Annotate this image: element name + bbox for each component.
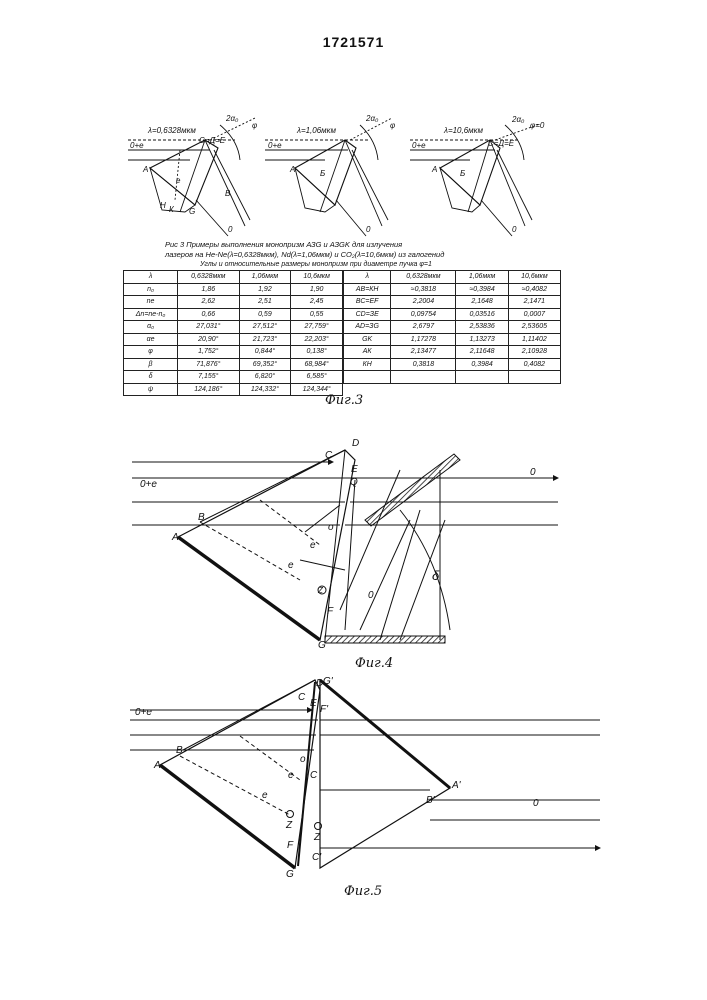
fig5-label: Фиг.5 bbox=[344, 884, 382, 899]
fig5-label-e2: e bbox=[262, 790, 268, 801]
fig5-label-C2: C bbox=[310, 770, 318, 781]
fig5-label-C-prime: C' bbox=[312, 852, 322, 863]
fig5-label-o-out: 0 bbox=[533, 798, 539, 809]
fig5-label-G-prime: G' bbox=[323, 676, 334, 687]
fig5-label-Z1: Z bbox=[285, 820, 293, 831]
fig5-label-e: e bbox=[288, 770, 294, 781]
fig5-label-C: C bbox=[298, 692, 306, 703]
fig5-label-o-plus-e: 0+e bbox=[135, 707, 152, 718]
fig5-label-F-prime: F' bbox=[320, 704, 329, 715]
fig5-label-Z2: Z bbox=[313, 832, 321, 843]
fig5-label-E: E bbox=[310, 698, 317, 709]
fig5-label-B: B bbox=[176, 745, 183, 756]
fig5-label-A: A bbox=[153, 760, 161, 771]
fig5-label-o: o bbox=[300, 754, 306, 765]
fig5-label-F: F bbox=[287, 840, 294, 851]
fig5-label-B-prime: B' bbox=[426, 795, 436, 806]
fig5-label-A-prime: A' bbox=[451, 780, 462, 791]
fig5-label-G: G bbox=[286, 869, 294, 880]
